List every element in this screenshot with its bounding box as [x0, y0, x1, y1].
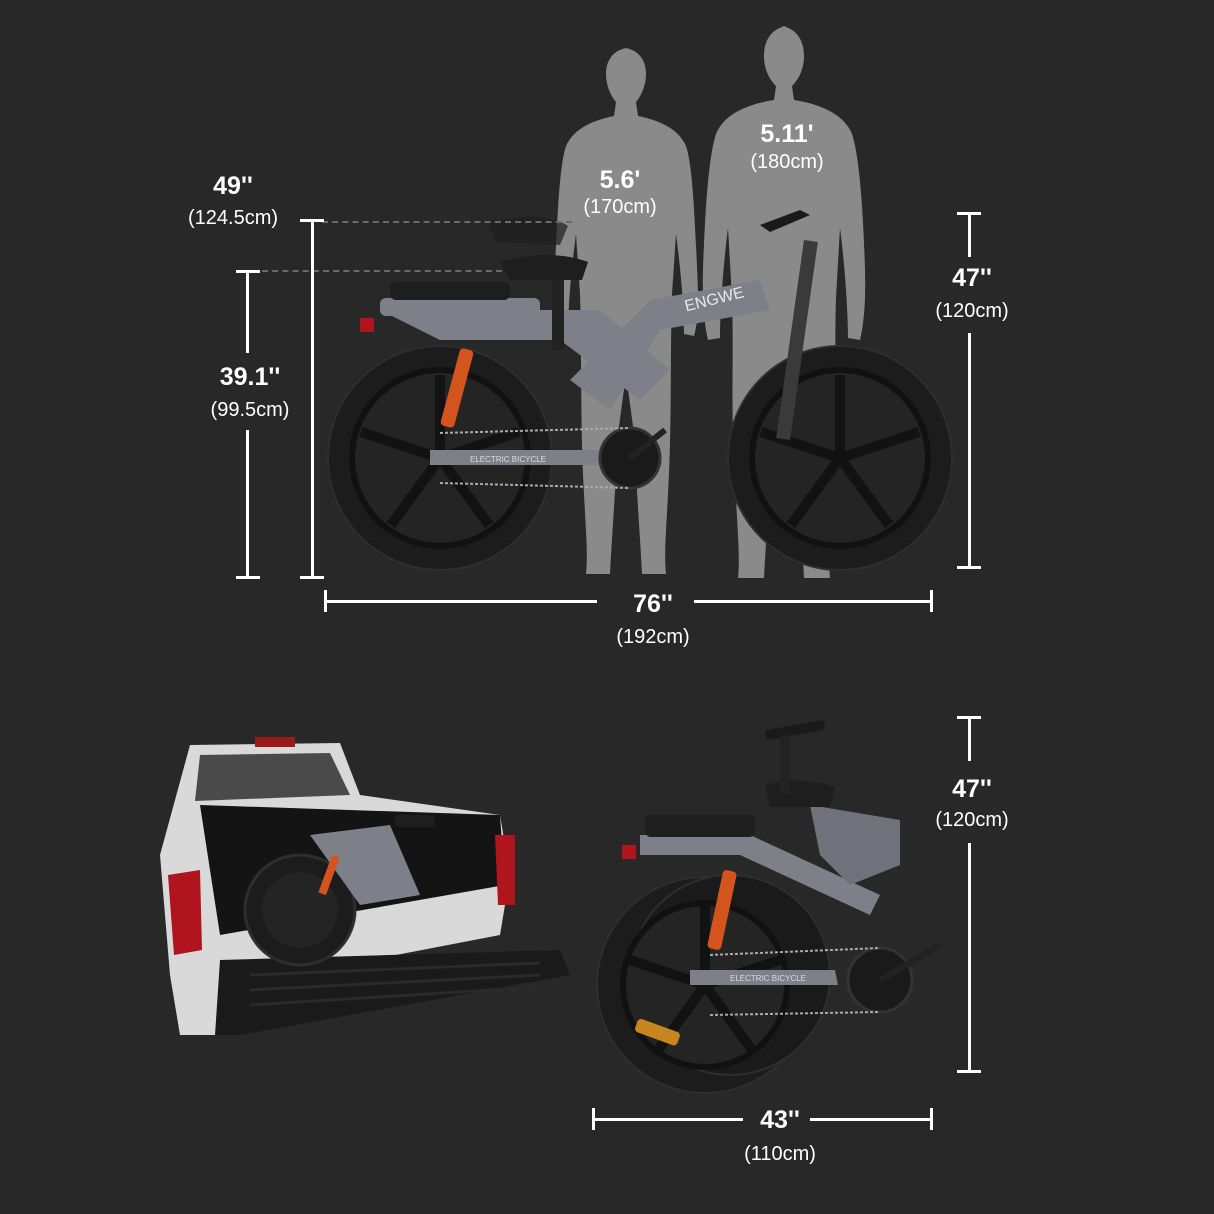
handlebar-height-metric: (120cm)	[935, 300, 1009, 322]
length-value: 76''	[633, 590, 673, 618]
folded-height-line-upper	[968, 717, 971, 761]
handlebar-height-cap-bottom	[957, 566, 981, 569]
length-cap-right	[930, 590, 933, 612]
length-line-right	[694, 600, 932, 603]
length-cap-left	[324, 590, 327, 612]
rider-1-height-metric: (170cm)	[583, 196, 657, 218]
min-seat-height-cap-top	[236, 270, 260, 273]
folded-height-value: 47''	[952, 775, 992, 803]
min-seat-height-value: 39.1''	[219, 363, 281, 391]
handlebar-height-cap-top	[957, 212, 981, 215]
max-seat-height-line	[311, 220, 314, 577]
unfolded-ebike-illustration: ENGWE ELECTRIC BICYCLE	[327, 210, 953, 571]
min-seat-reference-line	[262, 270, 502, 272]
handlebar-height-line-upper	[968, 213, 971, 257]
max-seat-height-cap-top	[300, 219, 324, 222]
rider-silhouette-short	[554, 48, 698, 574]
folded-height-cap-bottom	[957, 1070, 981, 1073]
handlebar-height-value: 47''	[952, 264, 992, 292]
max-seat-height-metric: (124.5cm)	[187, 207, 279, 229]
folded-length-cap-left	[592, 1108, 595, 1130]
length-line-left	[325, 600, 597, 603]
min-seat-height-metric: (99.5cm)	[210, 399, 290, 421]
pickup-truck-illustration	[160, 737, 570, 1035]
folded-length-line-right	[810, 1118, 932, 1121]
max-seat-height-cap-bottom	[300, 576, 324, 579]
min-seat-height-line-upper	[246, 271, 249, 353]
min-seat-height-cap-bottom	[236, 576, 260, 579]
folded-length-metric: (110cm)	[744, 1143, 816, 1165]
folded-height-line-lower	[968, 843, 971, 1071]
chainstay-text: ELECTRIC BICYCLE	[470, 455, 546, 464]
folded-ebike-illustration: ELECTRIC BICYCLE	[596, 720, 942, 1094]
handlebar-height-line-lower	[968, 333, 971, 567]
rider-1-height: 5.6'	[599, 166, 641, 194]
max-seat-reference-line	[322, 221, 572, 223]
folded-length-cap-right	[930, 1108, 933, 1130]
min-seat-height-line-lower	[246, 430, 249, 577]
rider-2-height: 5.11'	[760, 120, 814, 148]
folded-chainstay-text: ELECTRIC BICYCLE	[730, 974, 806, 983]
max-seat-height-value: 49''	[213, 172, 253, 200]
rider-2-height-metric: (180cm)	[750, 151, 824, 173]
length-metric: (192cm)	[616, 626, 690, 648]
folded-length-value: 43''	[760, 1106, 800, 1134]
folded-height-metric: (120cm)	[935, 809, 1009, 831]
folded-height-cap-top	[957, 716, 981, 719]
folded-length-line-left	[593, 1118, 743, 1121]
